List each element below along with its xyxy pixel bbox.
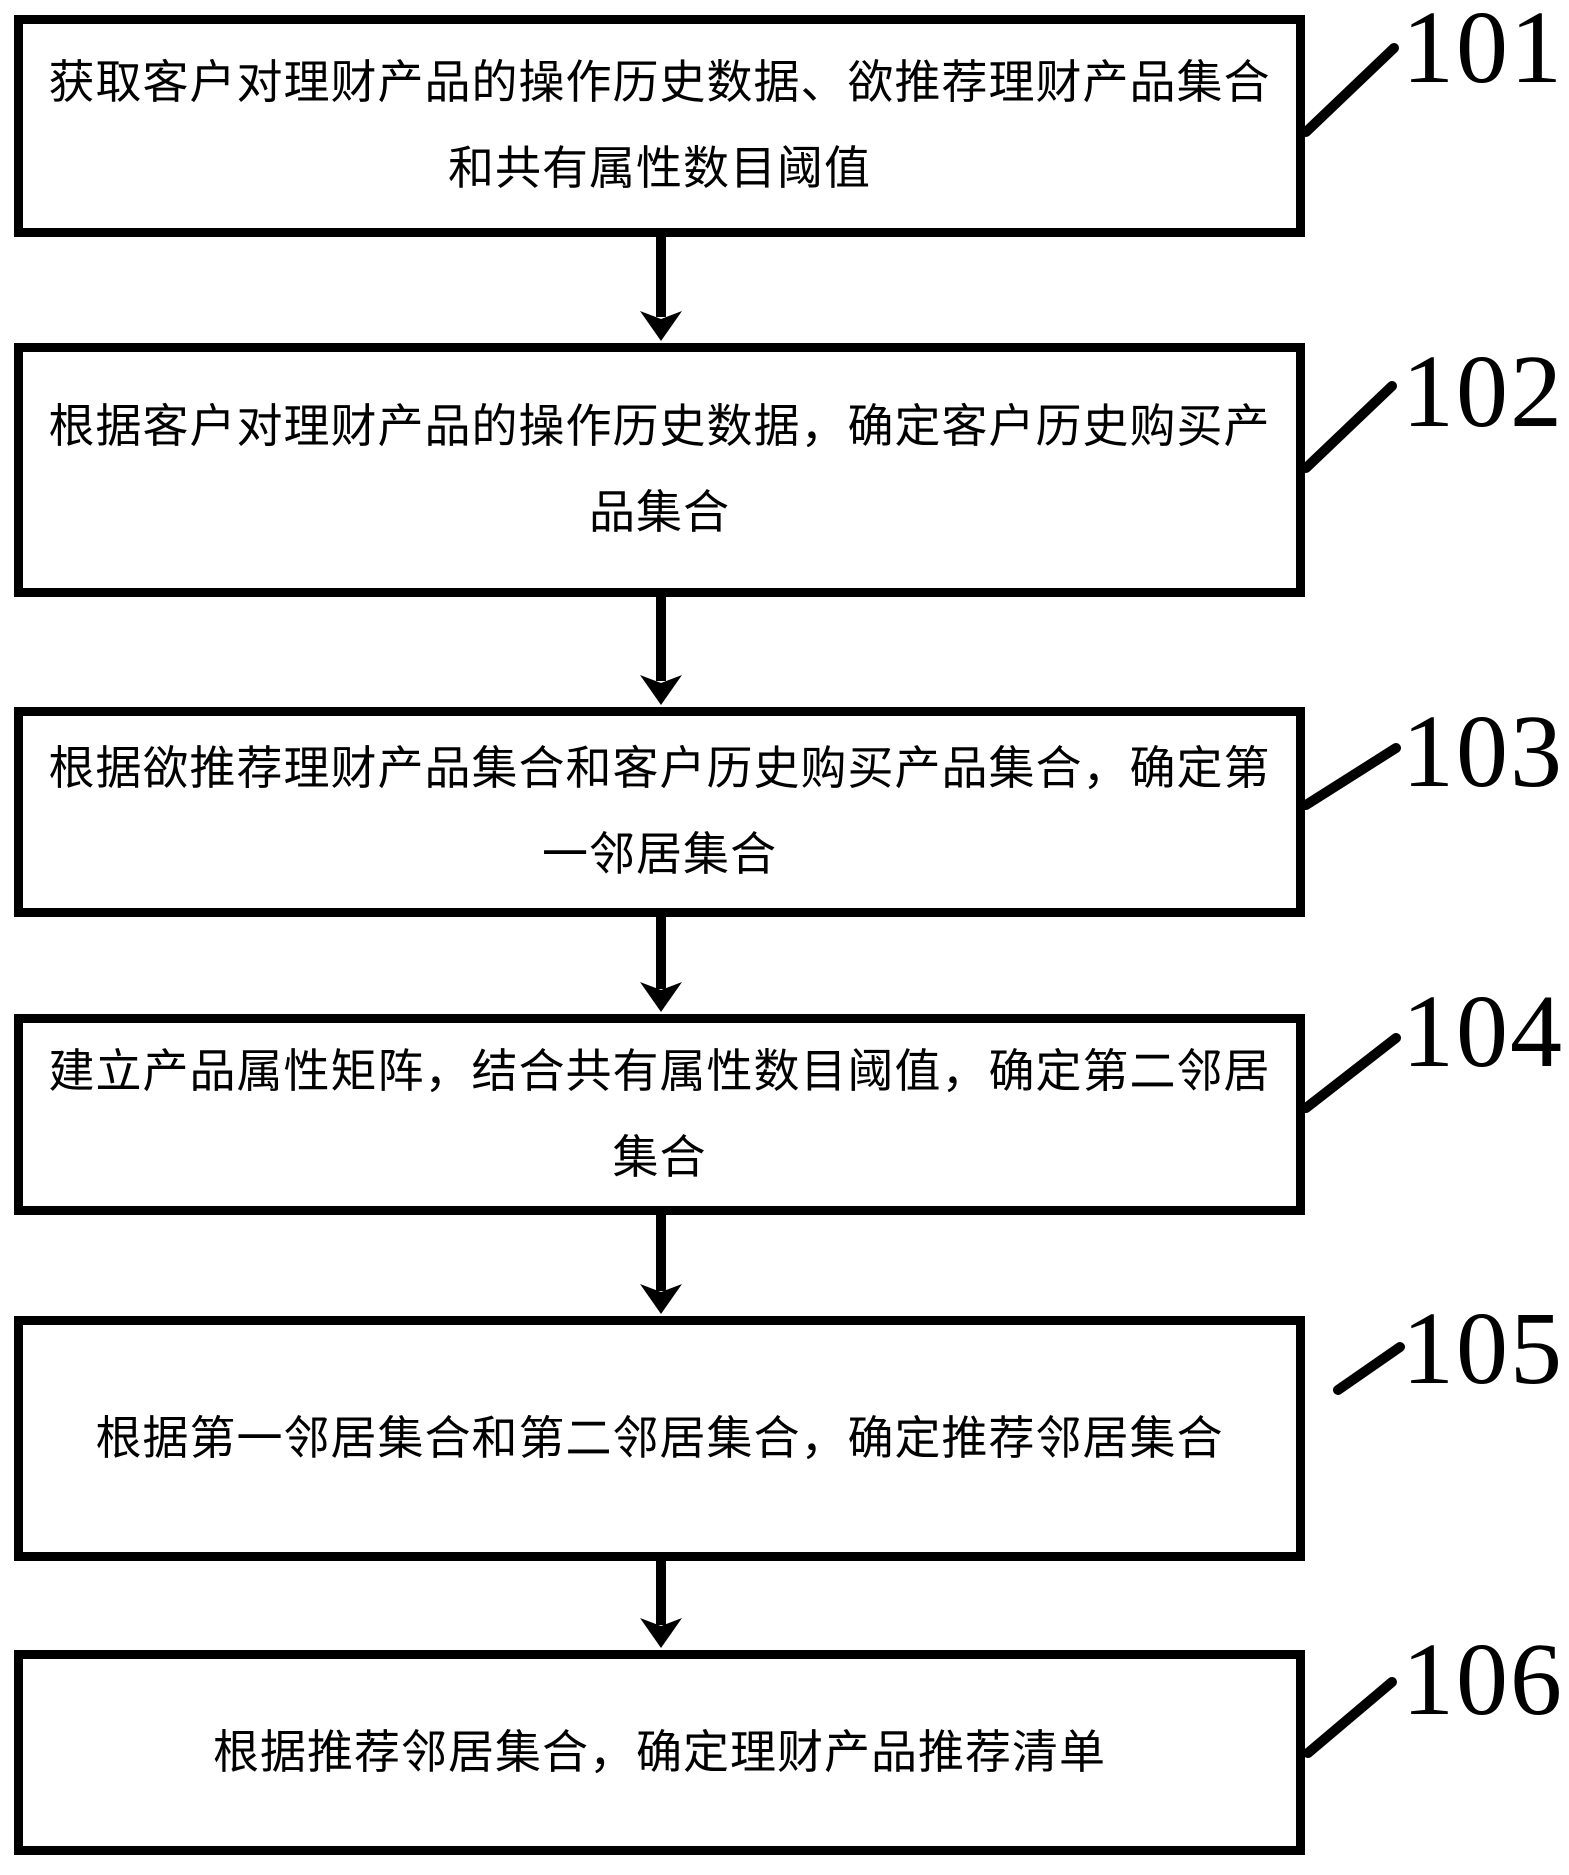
flow-arrow-3 bbox=[640, 917, 682, 1012]
flow-step-box-102: 根据客户对理财产品的操作历史数据，确定客户历史购买产 品集合 bbox=[14, 343, 1305, 597]
label-leader-line-101 bbox=[1301, 43, 1399, 137]
label-leader-line-105 bbox=[1333, 1342, 1405, 1395]
label-leader-line-102 bbox=[1301, 381, 1397, 473]
step-number-106: 106 bbox=[1402, 1622, 1564, 1737]
flow-arrow-2 bbox=[640, 597, 682, 705]
label-leader-line-106 bbox=[1303, 1677, 1397, 1758]
step-number-104: 104 bbox=[1402, 974, 1564, 1089]
step-text-line: 和共有属性数目阈值 bbox=[448, 143, 871, 194]
step-text-line: 获取客户对理财产品的操作历史数据、欲推荐理财产品集合 bbox=[48, 57, 1271, 108]
step-text-line: 根据欲推荐理财产品集合和客户历史购买产品集合，确定第 bbox=[48, 743, 1271, 794]
step-text-line: 根据客户对理财产品的操作历史数据，确定客户历史购买产 bbox=[48, 401, 1271, 452]
flow-step-box-106: 根据推荐邻居集合，确定理财产品推荐清单 bbox=[14, 1650, 1305, 1855]
step-text-line: 根据推荐邻居集合，确定理财产品推荐清单 bbox=[213, 1726, 1106, 1778]
flow-arrow-4 bbox=[640, 1215, 682, 1314]
label-leader-line-103 bbox=[1301, 743, 1401, 810]
flow-arrow-1 bbox=[640, 237, 682, 341]
flow-arrow-5 bbox=[640, 1561, 682, 1648]
step-number-102: 102 bbox=[1402, 334, 1564, 449]
step-number-103: 103 bbox=[1402, 694, 1564, 809]
step-number-105: 105 bbox=[1402, 1291, 1564, 1406]
label-leader-line-104 bbox=[1301, 1033, 1401, 1113]
flow-step-box-105: 根据第一邻居集合和第二邻居集合，确定推荐邻居集合 bbox=[14, 1316, 1305, 1561]
step-text-line: 建立产品属性矩阵，结合共有属性数目阈值，确定第二邻居 bbox=[48, 1045, 1271, 1097]
step-number-101: 101 bbox=[1402, 0, 1564, 105]
step-text-line: 品集合 bbox=[589, 487, 730, 538]
step-text-line: 根据第一邻居集合和第二邻居集合，确定推荐邻居集合 bbox=[95, 1412, 1224, 1464]
flow-step-box-101: 获取客户对理财产品的操作历史数据、欲推荐理财产品集合 和共有属性数目阈值 bbox=[14, 15, 1305, 237]
flow-step-box-103: 根据欲推荐理财产品集合和客户历史购买产品集合，确定第 一邻居集合 bbox=[14, 707, 1305, 917]
flow-step-box-104: 建立产品属性矩阵，结合共有属性数目阈值，确定第二邻居 集合 bbox=[14, 1014, 1305, 1215]
step-text-line: 集合 bbox=[612, 1131, 707, 1183]
step-text-line: 一邻居集合 bbox=[542, 829, 777, 880]
